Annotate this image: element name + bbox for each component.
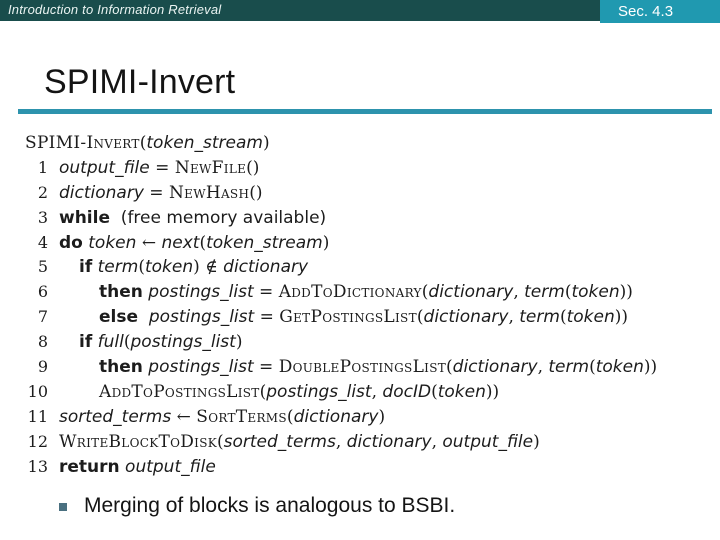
code-line-text: AddToPostingsList(postings_list, docID(t…: [99, 381, 500, 402]
code-line-text: else postings_list = GetPostingsList(dic…: [99, 307, 628, 328]
code-line: 6 then postings_list = AddToDictionary(di…: [22, 282, 714, 307]
code-line-number: 4: [37, 232, 48, 252]
code-line: 10 AddToPostingsList(postings_list, docID…: [22, 382, 714, 407]
code-line-text: dictionary = NewHash(): [59, 182, 263, 203]
code-line-text: WriteBlockToDisk(sorted_terms, dictionar…: [59, 431, 540, 452]
title-underline: [18, 109, 712, 114]
code-line-text: if term(token) ∉ dictionary: [79, 257, 309, 278]
code-line-number: 1: [37, 157, 48, 177]
code-line-number: 7: [37, 307, 48, 327]
code-line-number: 9: [37, 357, 48, 377]
code-line-text: sorted_terms ← SortTerms(dictionary): [59, 406, 386, 427]
code-line: 9 then postings_list = DoublePostingsList…: [22, 357, 714, 382]
bullet-text: Merging of blocks is analogous to BSBI.: [84, 494, 456, 517]
code-line: 4 do token ← next(token_stream): [22, 233, 714, 258]
code-line-number: 6: [37, 282, 48, 302]
code-line: 11 sorted_terms ← SortTerms(dictionary): [22, 407, 714, 432]
code-line-number: 5: [37, 257, 48, 277]
square-bullet-icon: [59, 503, 67, 511]
code-line-number: 11: [27, 406, 48, 426]
code-line-number: 13: [27, 456, 48, 476]
code-line-text: then postings_list = DoublePostingsList(…: [99, 357, 658, 378]
code-line: 7 else postings_list = GetPostingsList(di…: [22, 307, 714, 332]
code-line-number: 12: [27, 431, 48, 451]
code-line-number: 3: [37, 207, 48, 227]
pseudocode-block: SPIMI-Invert(token_stream) 1 output_file =…: [22, 133, 714, 481]
course-title: Introduction to Information Retrieval: [8, 2, 222, 17]
code-line-text: then postings_list = AddToDictionary(dic…: [99, 282, 633, 303]
page-title: SPIMI-Invert: [44, 63, 236, 101]
code-line: 5 if term(token) ∉ dictionary: [22, 257, 714, 282]
code-line-number: 2: [37, 182, 48, 202]
code-line: 8 if full(postings_list): [22, 332, 714, 357]
code-line: 2 dictionary = NewHash(): [22, 183, 714, 208]
section-badge: Sec. 4.3: [600, 0, 720, 23]
code-line-text: if full(postings_list): [79, 332, 243, 353]
code-line-number: 10: [27, 381, 48, 401]
code-line: 13 return output_file: [22, 457, 714, 482]
top-header-bar: Introduction to Information Retrieval: [0, 0, 720, 21]
code-line: 3 while (free memory available): [22, 208, 714, 233]
code-line: 12 WriteBlockToDisk(sorted_terms, diction…: [22, 432, 714, 457]
code-line-text: output_file = NewFile(): [59, 157, 260, 178]
code-line-text: SPIMI-Invert(token_stream): [25, 133, 270, 153]
code-line-text: return output_file: [59, 456, 216, 477]
code-header-line: SPIMI-Invert(token_stream): [22, 133, 714, 158]
bullet-item: Merging of blocks is analogous to BSBI.: [59, 494, 455, 518]
code-line-text: while (free memory available): [59, 207, 327, 228]
code-line-text: do token ← next(token_stream): [59, 232, 330, 253]
code-line: 1 output_file = NewFile(): [22, 158, 714, 183]
code-line-number: 8: [37, 332, 48, 352]
